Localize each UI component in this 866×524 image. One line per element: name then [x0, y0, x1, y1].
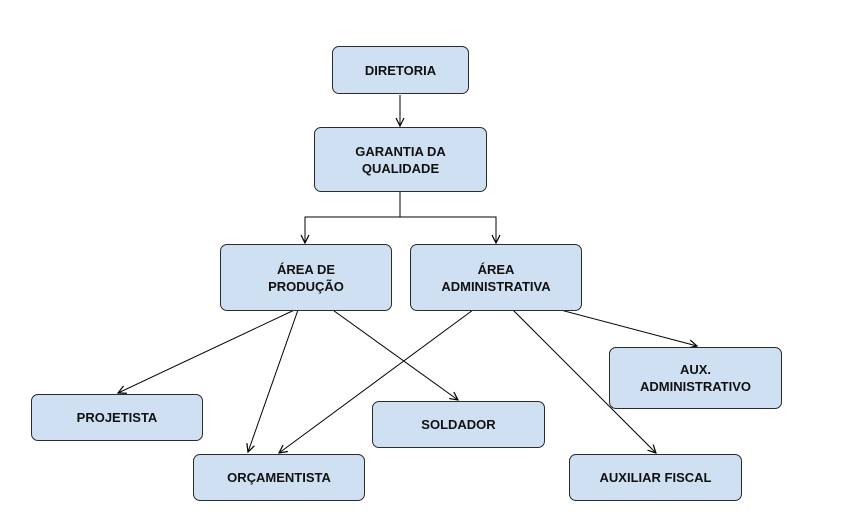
- node-label-soldador: SOLDADOR: [421, 417, 496, 432]
- edge-producao-projetista: [118, 304, 306, 393]
- node-label-area-administrativa: ÁREA ADMINISTRATIVA: [441, 261, 551, 294]
- node-label-area-de-producao: ÁREA DE PRODUÇÃO: [268, 261, 344, 294]
- edge-garantia-administrativa: [400, 216, 496, 243]
- node-garantia-da-qualidade[interactable]: GARANTIA DA QUALIDADE: [314, 127, 487, 192]
- node-label-orcamentista: ORÇAMENTISTA: [227, 470, 331, 485]
- node-soldador[interactable]: SOLDADOR: [372, 401, 545, 448]
- node-label-projetista: PROJETISTA: [76, 410, 158, 425]
- node-projetista[interactable]: PROJETISTA: [31, 394, 203, 441]
- edge-producao-orcamentista: [248, 289, 306, 452]
- node-area-administrativa[interactable]: ÁREA ADMINISTRATIVA: [410, 244, 582, 311]
- edge-garantia-producao: [305, 192, 401, 243]
- node-diretoria[interactable]: DIRETORIA: [332, 46, 469, 94]
- node-orcamentista[interactable]: ORÇAMENTISTA: [193, 454, 365, 501]
- node-label-auxiliar-fiscal: AUXILIAR FISCAL: [599, 470, 712, 485]
- edge-administrativa-aux-fiscal: [495, 292, 656, 453]
- node-area-de-producao[interactable]: ÁREA DE PRODUÇÃO: [220, 244, 392, 311]
- node-label-garantia-da-qualidade: GARANTIA DA QUALIDADE: [355, 143, 446, 176]
- node-aux-administrativo[interactable]: AUX. ADMINISTRATIVO: [609, 347, 782, 409]
- node-label-diretoria: DIRETORIA: [364, 62, 437, 78]
- node-auxiliar-fiscal[interactable]: AUXILIAR FISCAL: [569, 454, 742, 501]
- edge-administrativa-orcamentista: [279, 292, 497, 453]
- node-label-aux-administrativo: AUX. ADMINISTRATIVO: [640, 362, 751, 394]
